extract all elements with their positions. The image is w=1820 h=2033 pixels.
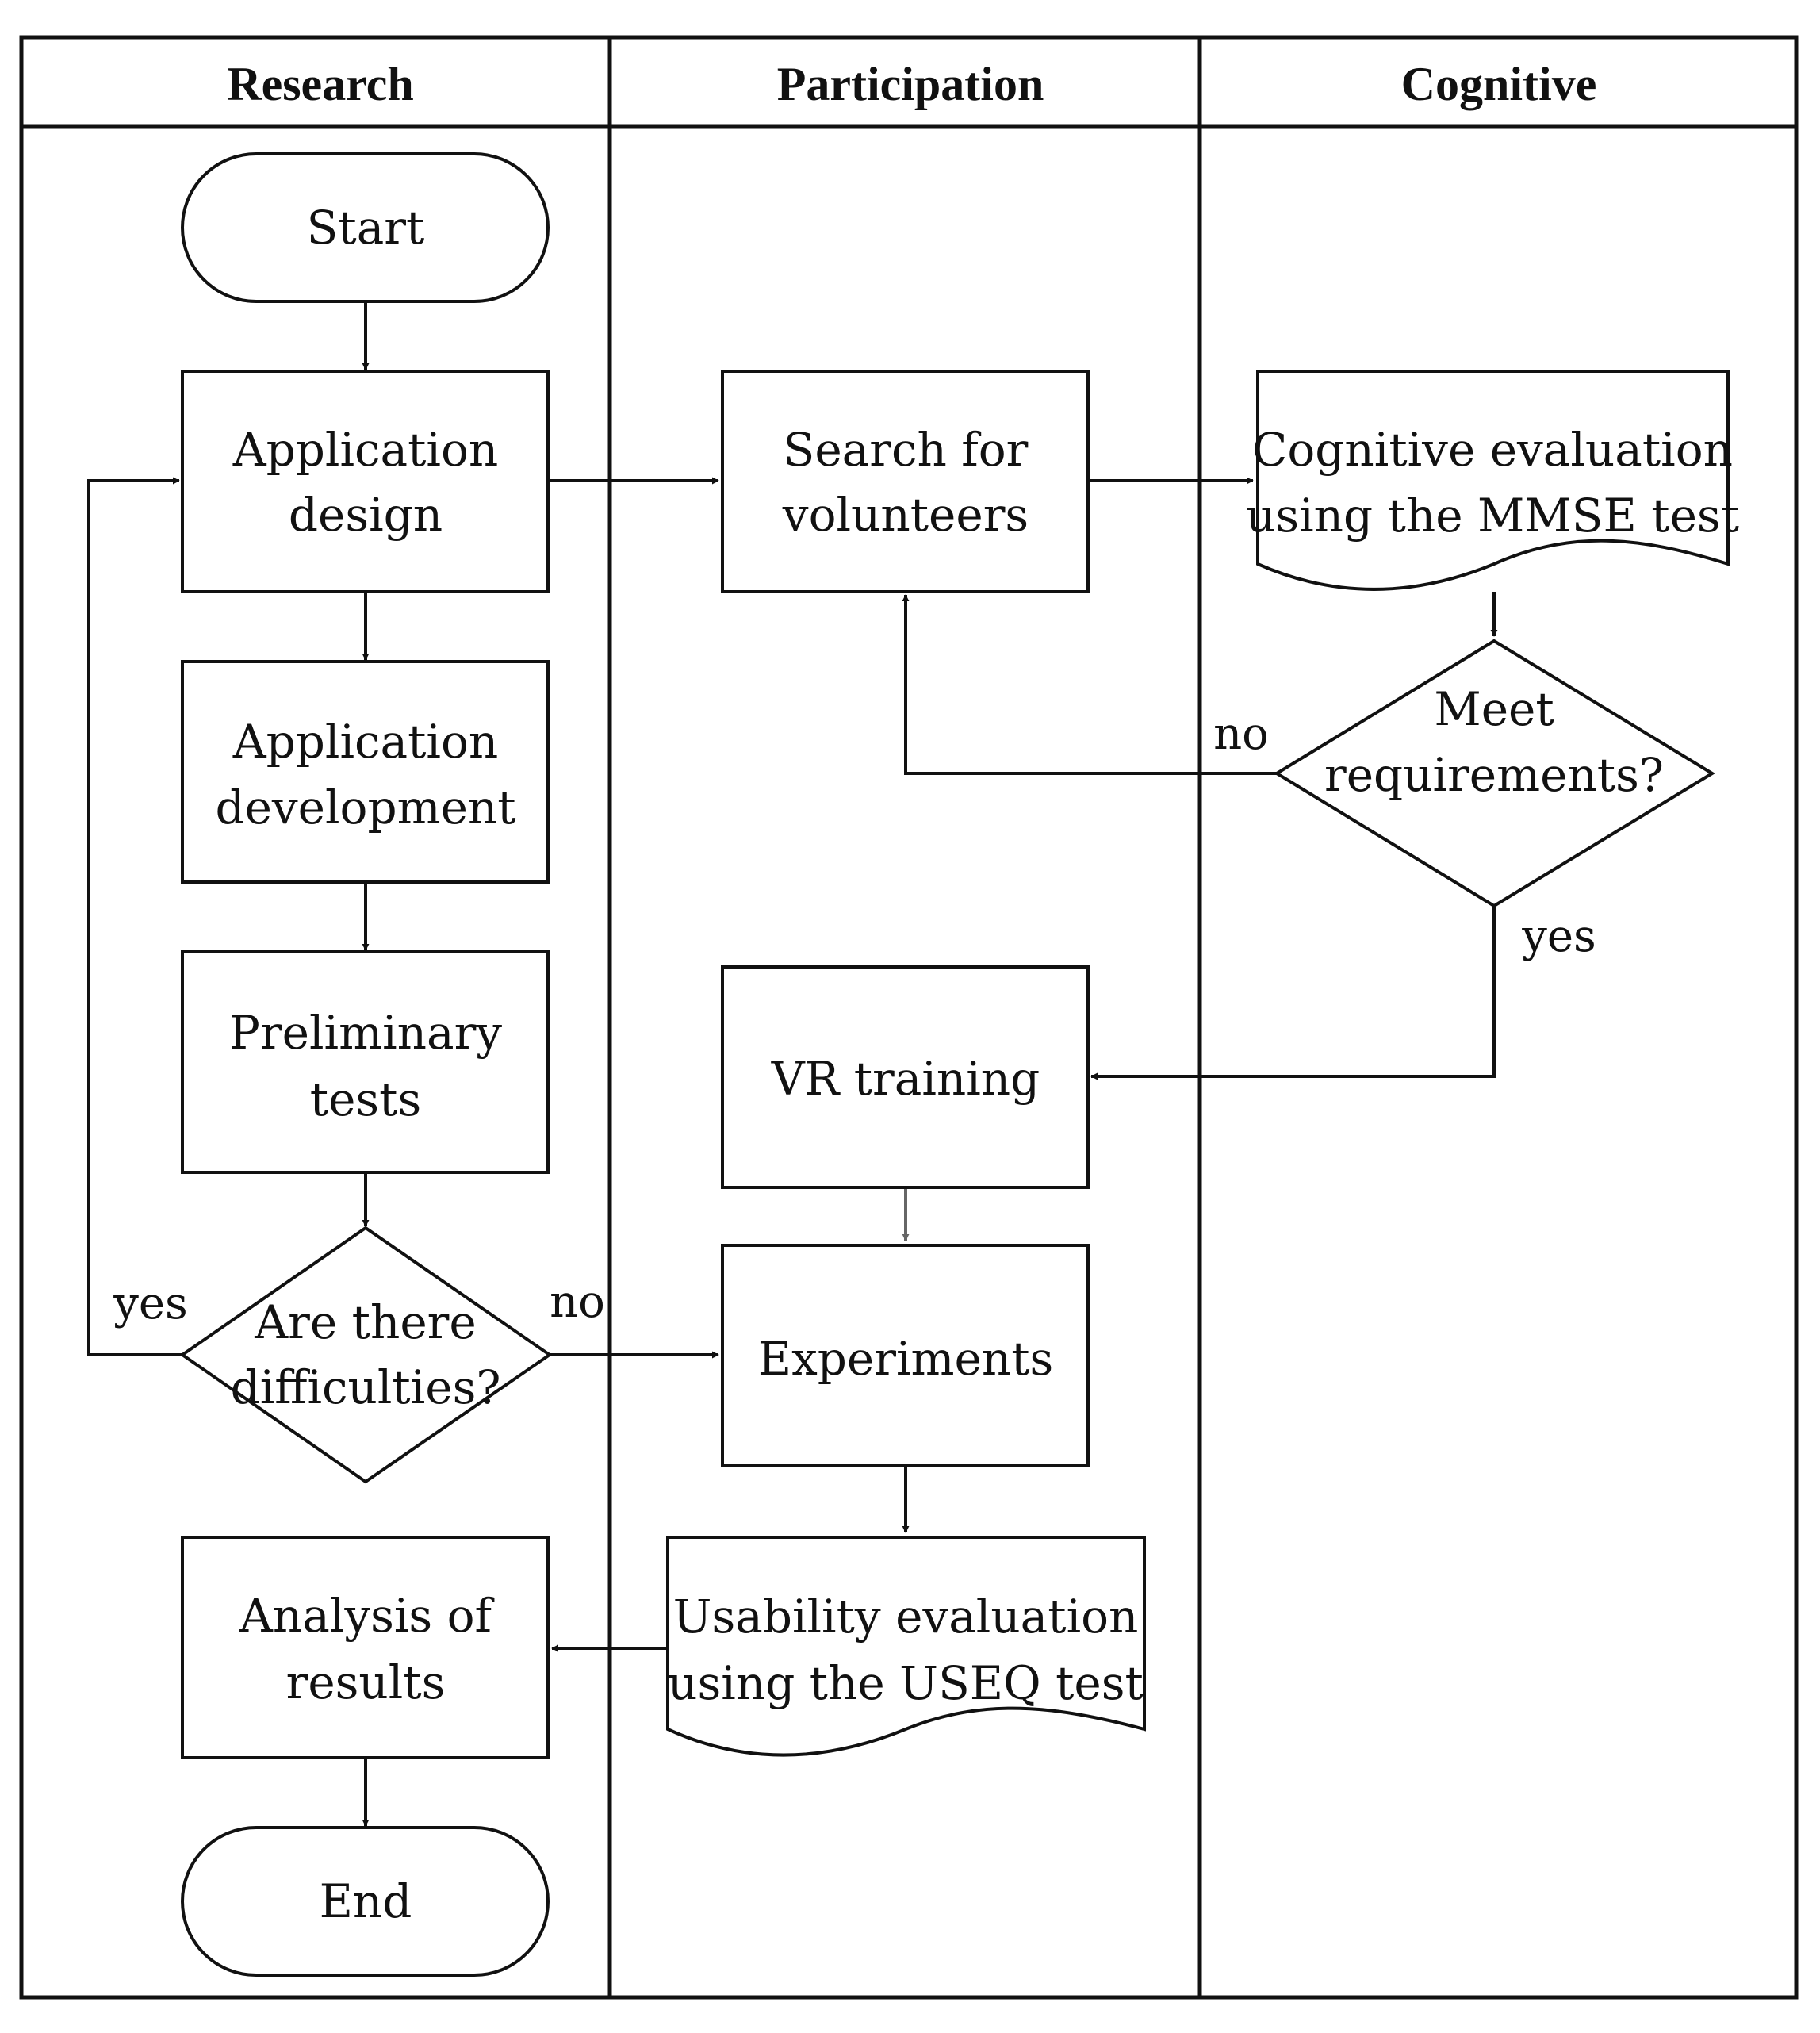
- arrow-requirements-yes: [1090, 906, 1496, 1080]
- start-label: Start: [307, 201, 425, 255]
- meet-requirements-label-line1: Meet: [1434, 682, 1554, 736]
- requirements-yes-label: yes: [1521, 911, 1596, 962]
- difficulties-label-line1: Are there: [254, 1295, 476, 1349]
- start-terminal: Start: [181, 152, 550, 303]
- meet-requirements-label-line2: requirements?: [1324, 748, 1664, 802]
- application-development-process: Application development: [181, 660, 550, 884]
- arrow-requirements-no: [902, 594, 1277, 775]
- meet-requirements-decision: Meet requirements?: [1274, 639, 1715, 908]
- cognitive-evaluation-document: Cognitive evaluation using the MMSE test: [1246, 370, 1739, 591]
- end-terminal: End: [181, 1826, 550, 1977]
- cognitive-evaluation-label-line1: Cognitive evaluation: [1252, 423, 1733, 477]
- vr-training-process: VR training: [721, 965, 1090, 1189]
- application-development-label-line1: Application: [232, 715, 498, 769]
- application-design-process: Application design: [181, 370, 550, 593]
- difficulties-decision: Are there difficulties?: [179, 1226, 553, 1484]
- application-design-label-line1: Application: [232, 423, 498, 477]
- lane-header-participation: Participation: [777, 58, 1044, 110]
- analysis-label-line2: results: [286, 1655, 446, 1709]
- usability-evaluation-label-line1: Usability evaluation: [673, 1590, 1139, 1644]
- search-volunteers-label-line2: volunteers: [782, 488, 1029, 542]
- application-development-label-line2: development: [215, 781, 515, 834]
- experiments-label: Experiments: [758, 1332, 1054, 1386]
- swimlane-frame: [19, 35, 1799, 2000]
- requirements-no-label: no: [1213, 708, 1269, 760]
- vr-training-label: VR training: [771, 1052, 1040, 1106]
- experiments-process: Experiments: [721, 1244, 1090, 1467]
- usability-evaluation-label-line2: using the USEQ test: [668, 1656, 1144, 1710]
- difficulties-yes-label: yes: [113, 1278, 188, 1329]
- preliminary-tests-process: Preliminary tests: [181, 950, 550, 1174]
- cognitive-evaluation-label-line2: using the MMSE test: [1246, 489, 1739, 543]
- lane-header-cognitive: Cognitive: [1401, 58, 1597, 110]
- preliminary-tests-label-line1: Preliminary: [229, 1006, 502, 1060]
- lane-header-research: Research: [227, 58, 414, 110]
- difficulties-label-line2: difficulties?: [231, 1360, 501, 1414]
- preliminary-tests-label-line2: tests: [310, 1072, 421, 1126]
- arrow-difficulties-yes: [87, 477, 182, 1356]
- search-volunteers-label-line1: Search for: [784, 423, 1029, 477]
- usability-evaluation-document: Usability evaluation using the USEQ test: [666, 1536, 1146, 1757]
- end-label: End: [320, 1874, 412, 1928]
- analysis-label-line1: Analysis of: [239, 1589, 495, 1643]
- connectors: [87, 301, 1498, 1827]
- search-volunteers-process: Search for volunteers: [721, 370, 1090, 593]
- difficulties-no-label: no: [550, 1276, 605, 1328]
- application-design-label-line2: design: [289, 488, 443, 542]
- analysis-process: Analysis of results: [181, 1536, 550, 1759]
